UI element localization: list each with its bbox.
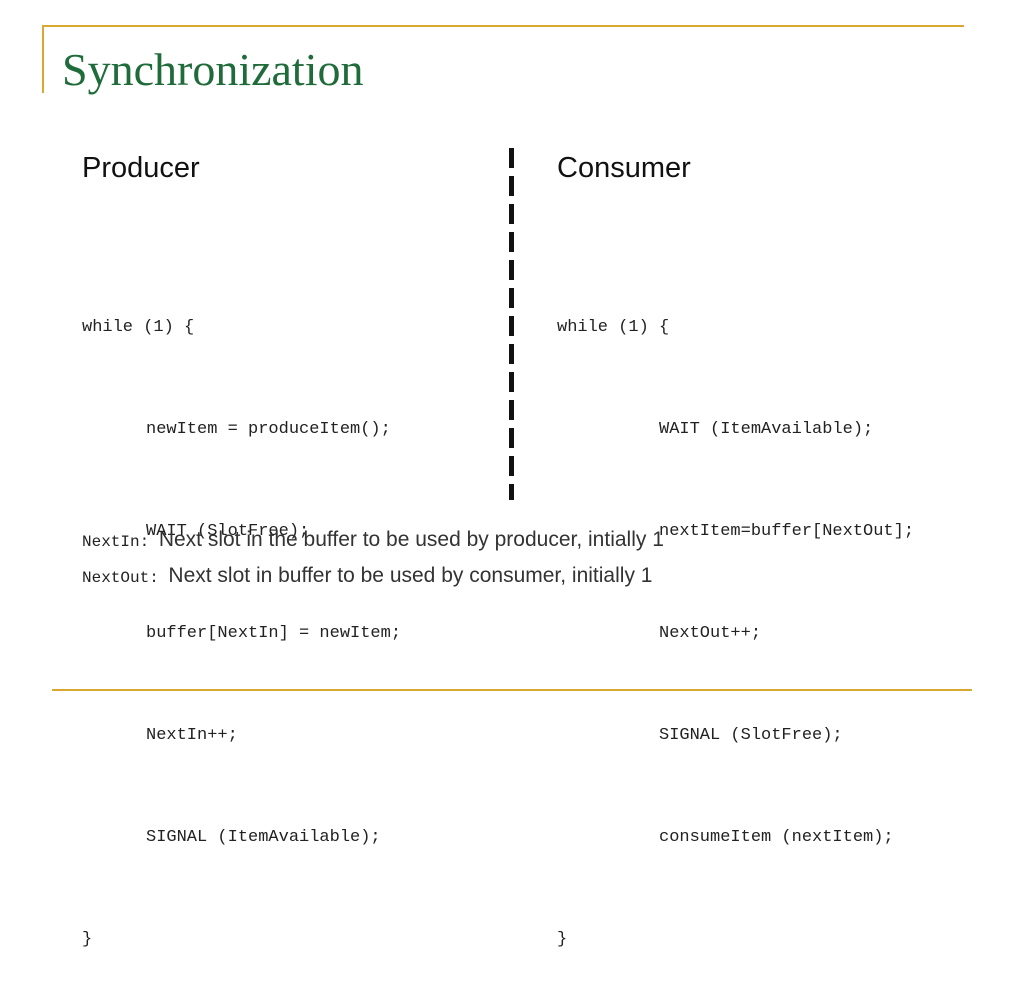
bottom-accent-rule (52, 689, 972, 691)
note-description: Next slot in the buffer to be used by pr… (158, 528, 664, 551)
note-description: Next slot in buffer to be used by consum… (168, 564, 653, 587)
variable-notes: NextIn: Next slot in the buffer to be us… (82, 522, 664, 594)
code-line: WAIT (SlotFree); (146, 522, 310, 541)
code-line: WAIT (ItemAvailable); (659, 420, 874, 439)
code-line: while (1) { (557, 318, 670, 337)
code-line: NextOut++; (659, 624, 762, 643)
note-nextin: NextIn: Next slot in the buffer to be us… (82, 522, 664, 558)
code-line: buffer[NextIn] = newItem; (146, 624, 402, 643)
code-line: } (557, 930, 568, 949)
consumer-heading: Consumer (557, 152, 691, 184)
code-line: nextItem=buffer[NextOut]; (659, 522, 915, 541)
code-line: SIGNAL (ItemAvailable); (146, 828, 381, 847)
code-line: } (82, 930, 93, 949)
code-line: while (1) { (82, 318, 195, 337)
producer-code-block: while (1) { newItem = produceItem(); WAI… (82, 243, 401, 991)
note-term: NextIn: (82, 533, 159, 551)
consumer-code-block: while (1) { WAIT (ItemAvailable); nextIt… (557, 243, 914, 991)
code-line: NextIn++; (146, 726, 238, 745)
top-accent-rule (42, 25, 964, 27)
code-line: consumeItem (nextItem); (659, 828, 894, 847)
left-accent-rule (42, 25, 44, 93)
producer-heading: Producer (82, 152, 200, 184)
column-divider (509, 148, 514, 500)
note-nextout: NextOut: Next slot in buffer to be used … (82, 558, 664, 594)
slide-title: Synchronization (62, 44, 364, 95)
note-term: NextOut: (82, 569, 169, 587)
code-line: newItem = produceItem(); (146, 420, 391, 439)
code-line: SIGNAL (SlotFree); (659, 726, 843, 745)
